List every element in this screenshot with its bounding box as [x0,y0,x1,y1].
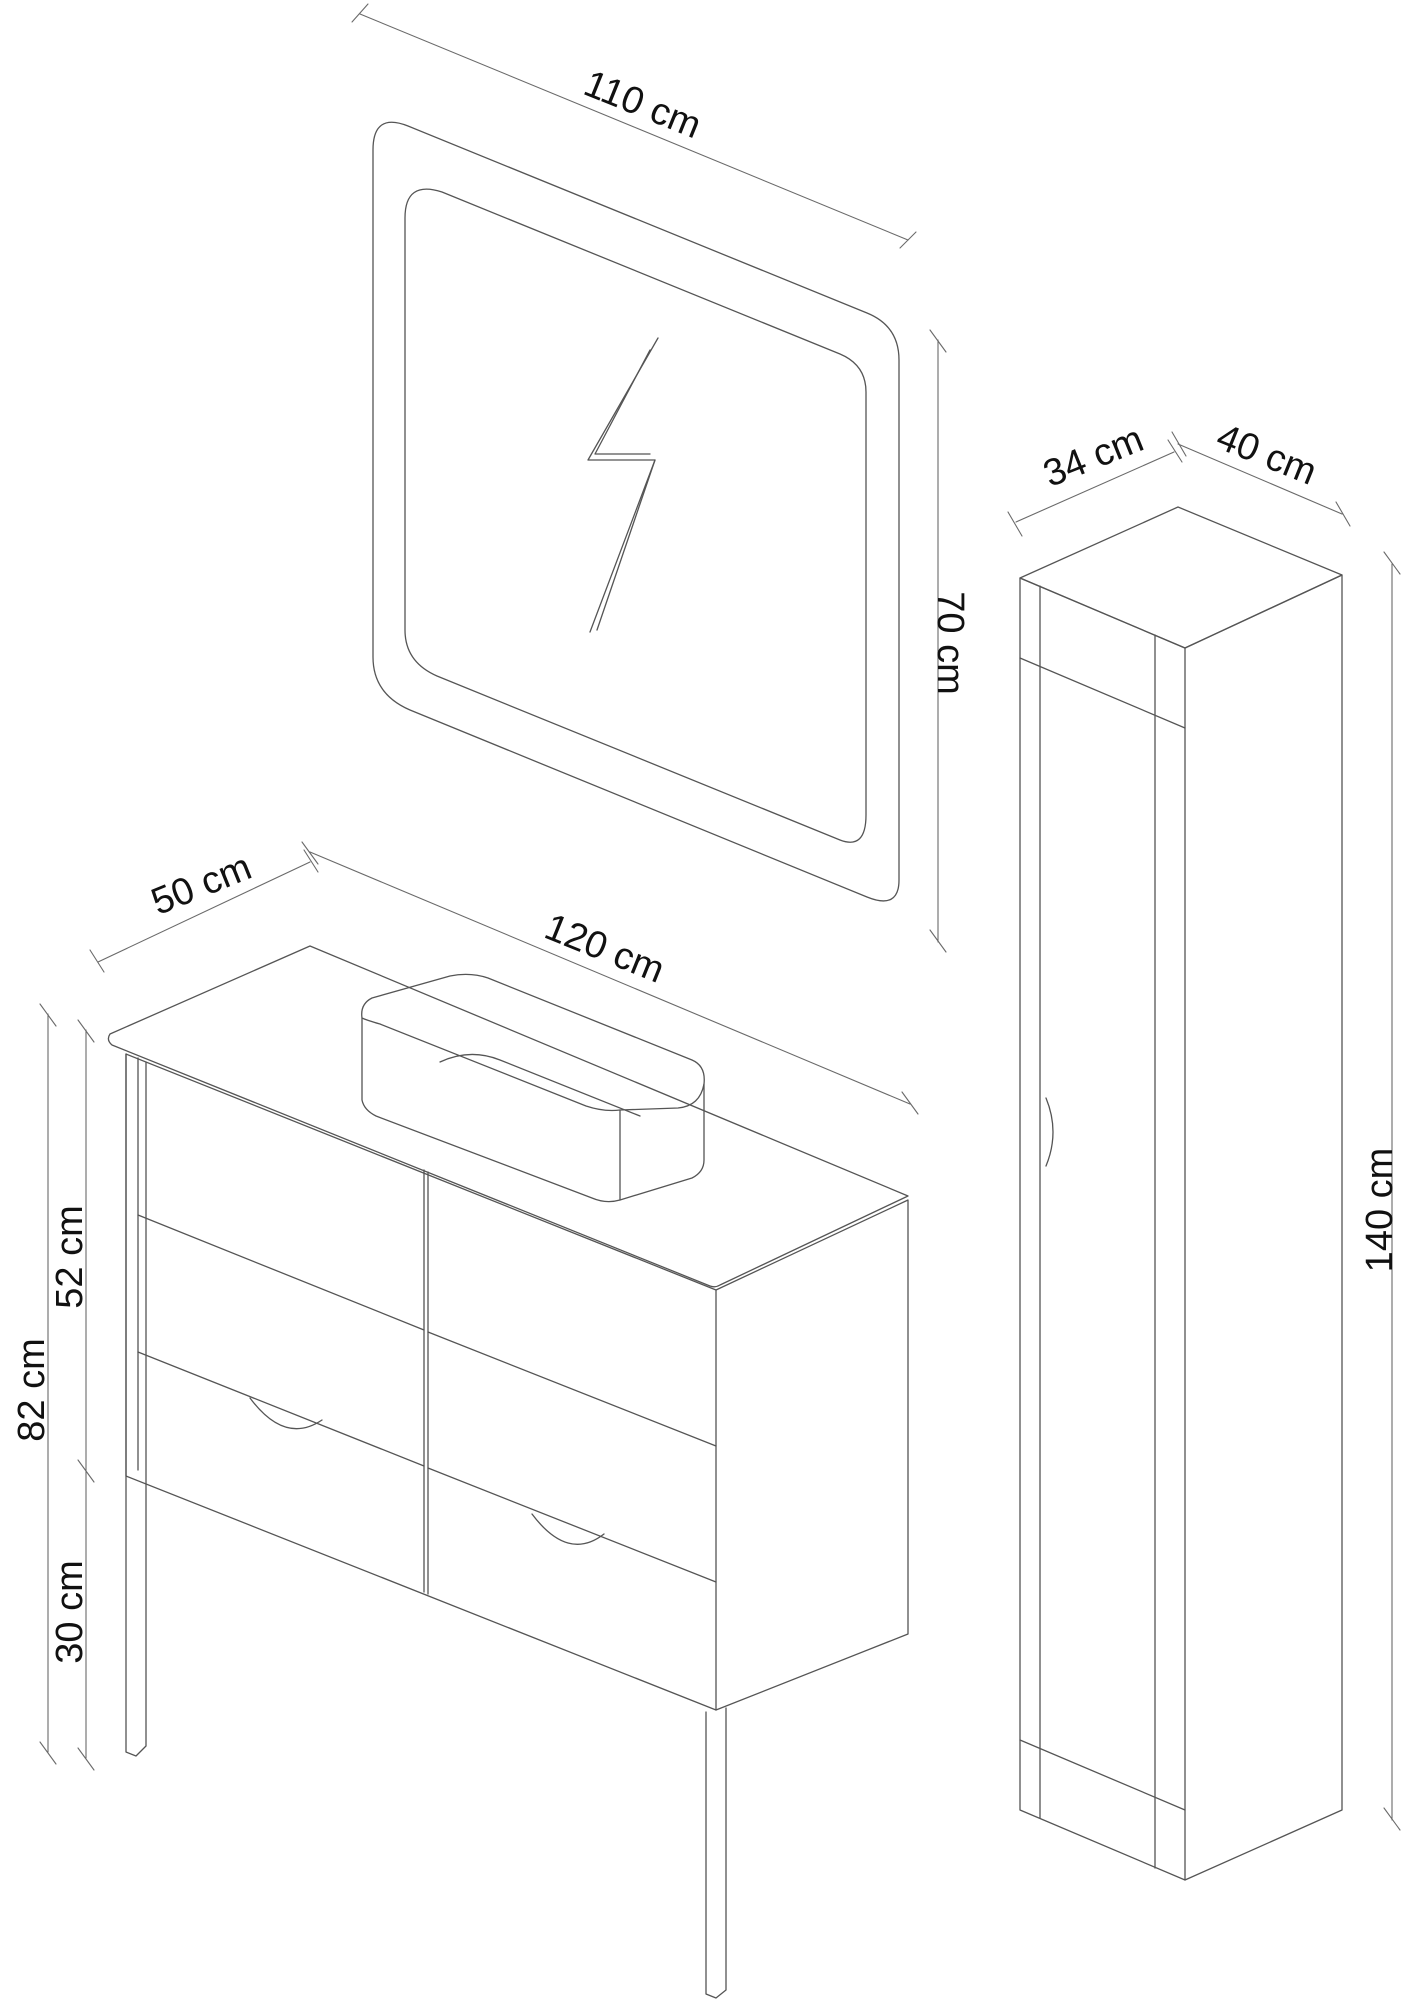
column-width-dimension [1171,431,1351,527]
vanity-cabinet [107,945,909,1999]
vanity-width-label: 120 cm [539,906,670,992]
vanity-part-heights-dimension [77,1019,95,1771]
vanity-width-dimension [301,841,919,1115]
mirror-width-label: 110 cm [578,63,707,148]
column-depth-dimension [1007,439,1183,537]
vanity-total-height-label: 82 cm [11,1338,53,1441]
mirror-width-dimension [351,3,917,249]
vanity-leg-left [125,1053,147,1757]
vanity-total-height-dimension [39,1003,57,1765]
column-depth-label: 34 cm [1038,418,1150,496]
mirror-height-dimension [929,329,947,953]
column-front [1019,577,1186,1881]
mirror-height-label: 70 cm [929,591,971,694]
column-top [1019,506,1343,649]
mirror-inner-glass [404,188,867,843]
vanity-cabinet-height-label: 52 cm [49,1205,91,1308]
vanity-countertop [107,945,909,1288]
drawer-handle-right [531,1513,605,1545]
lightning-icon [587,337,659,633]
vanity-leg-height-label: 30 cm [49,1560,91,1663]
column-cabinet [1019,506,1343,1881]
vanity-side [715,1199,909,1711]
column-height-label: 140 cm [1359,1148,1401,1273]
vanity-depth-label: 50 cm [146,846,258,924]
drawer-handle-left [249,1397,323,1430]
column-height-dimension [1383,551,1401,1831]
vessel-basin [361,973,705,1203]
led-mirror [372,121,900,902]
vanity-depth-dimension [89,849,319,973]
mirror-outer-frame [372,121,900,902]
column-door-handle [1045,1097,1054,1167]
vanity-leg-right [705,1707,727,1999]
column-side [1184,574,1343,1881]
